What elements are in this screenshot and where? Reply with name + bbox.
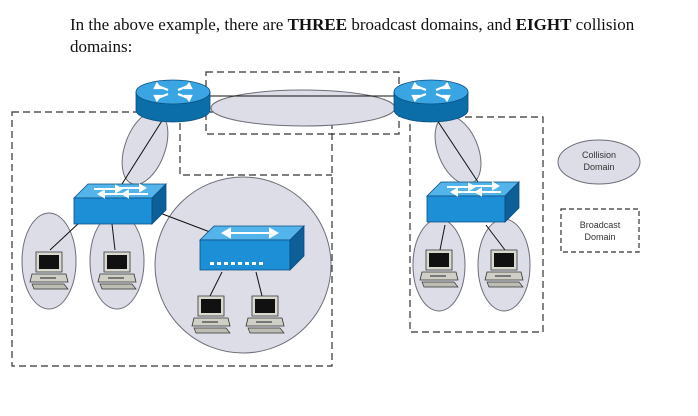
switch-left-icon: [73, 183, 167, 225]
legend-broadcast-label-1: Broadcast: [580, 220, 621, 230]
collision-domain-router-link: [210, 89, 396, 127]
legend-collision-label-2: Domain: [583, 162, 614, 172]
caption: In the above example, there are THREE br…: [70, 14, 670, 58]
caption-text-2: broadcast domains, and: [347, 15, 516, 34]
legend-broadcast-label-2: Domain: [584, 232, 615, 242]
legend-collision-domain: Collision Domain: [557, 139, 641, 185]
legend-collision-label-1: Collision: [582, 150, 616, 160]
network-links: [49, 95, 506, 297]
legend-broadcast-domain: Broadcast Domain: [560, 208, 640, 253]
switch-right-icon: [426, 181, 520, 223]
caption-text-1: In the above example, there are: [70, 15, 288, 34]
router-right-icon: [392, 78, 470, 124]
caption-bold-collision-count: EIGHT: [515, 15, 572, 34]
hub-icon: [199, 225, 305, 271]
caption-bold-broadcast-count: THREE: [287, 15, 348, 34]
router-left-icon: [134, 78, 212, 124]
broadcast-domain-right: [409, 116, 544, 333]
caption-text-3: collision domains:: [70, 15, 635, 56]
